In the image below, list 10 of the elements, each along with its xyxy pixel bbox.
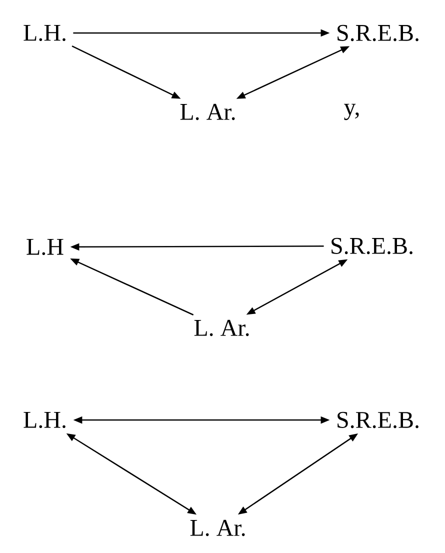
node-text: S.R.E.B. xyxy=(338,24,418,42)
node-text: L.H. xyxy=(24,412,66,428)
node-text: S.R.E.B. xyxy=(338,412,418,428)
node-text: L. Ar. xyxy=(190,520,245,536)
node-text: L.H. xyxy=(24,24,66,42)
label-text: y, xyxy=(344,104,359,120)
node-text: S.R.E.B. xyxy=(332,238,412,254)
node-text: L. Ar. xyxy=(180,104,235,120)
node-text: L. Ar. xyxy=(194,320,249,336)
node-text: L.H xyxy=(26,238,64,256)
